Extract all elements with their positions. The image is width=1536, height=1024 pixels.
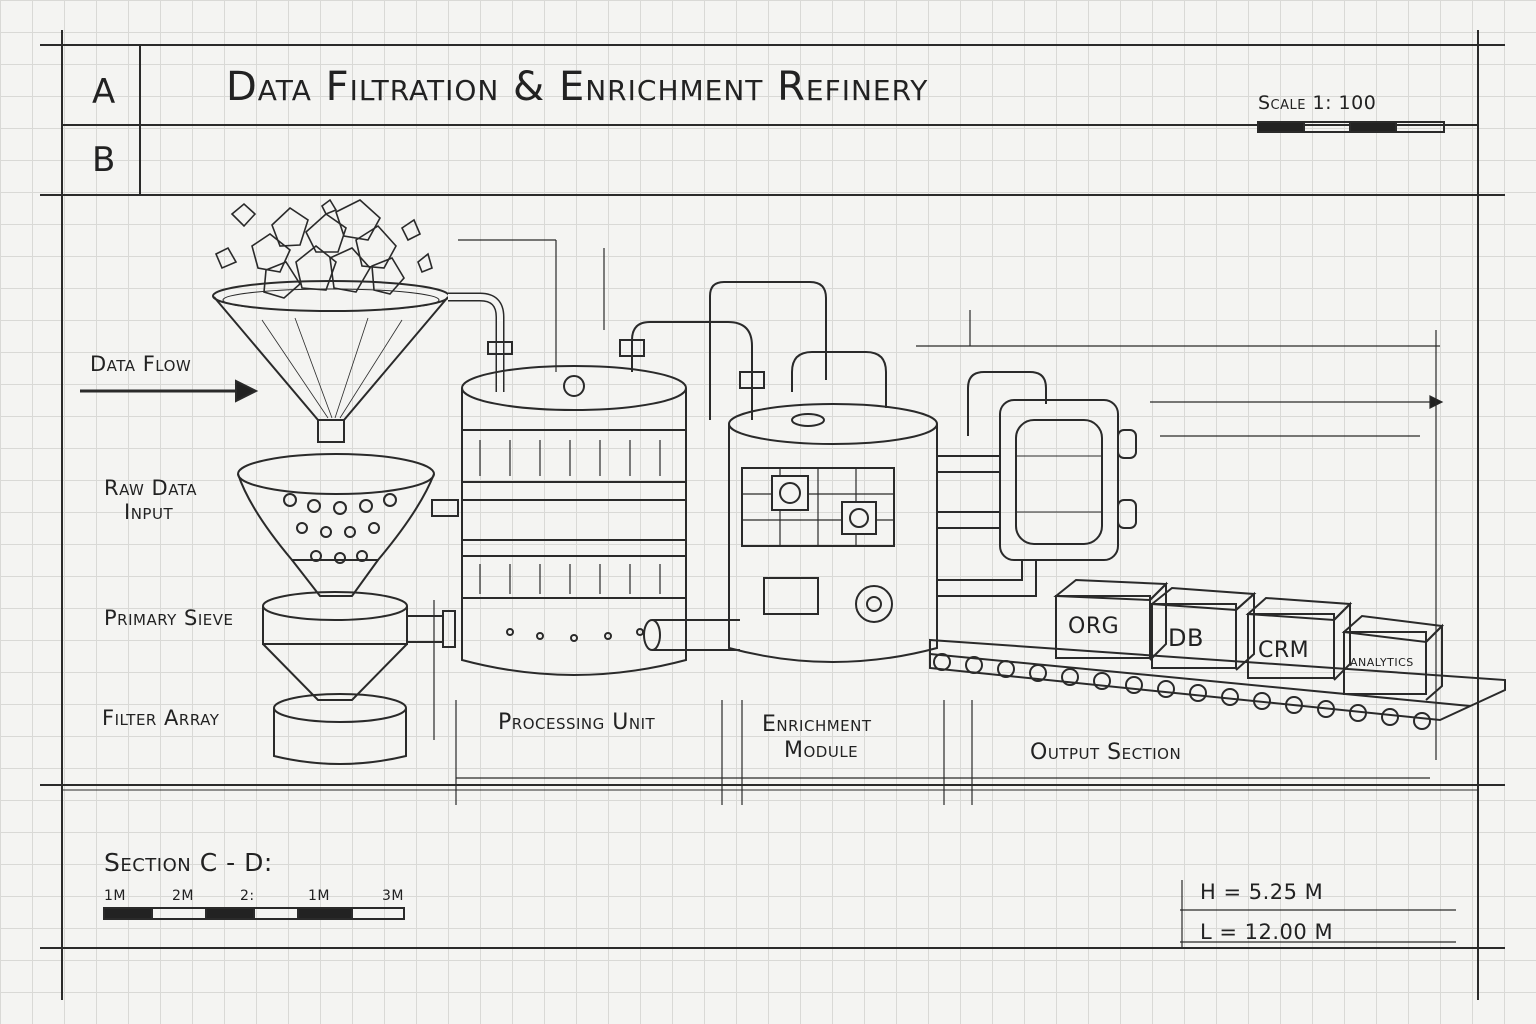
output-box-crm (1245, 596, 1353, 681)
grid-ref-a: A (92, 72, 116, 112)
output-section-label: Output Section (1030, 740, 1182, 765)
box-label-org: ORG (1068, 614, 1120, 639)
scale-label-4: 1M (308, 888, 330, 904)
raw-data-cubes (214, 198, 433, 299)
dimension-lines (433, 239, 1444, 805)
output-box-org (1053, 578, 1169, 661)
input-funnel (212, 280, 513, 443)
scale-label: Scale 1: 100 (1258, 92, 1377, 114)
scale-label-3: 2: (240, 888, 255, 904)
enrichment-module-label-line2: Module (784, 738, 859, 763)
scale-label-2: 2M (172, 888, 194, 904)
enrichment-module (728, 403, 938, 663)
scale-bar (1257, 121, 1445, 133)
raw-data-input-label-line1: Raw Data (104, 476, 198, 500)
height-dimension: H = 5.25 M (1200, 880, 1324, 904)
processing-unit (461, 365, 687, 676)
raw-data-input-label-line2: Input (124, 500, 174, 524)
enrichment-module-label-line1: Enrichment (762, 712, 872, 737)
hl-dimension-lines (1180, 880, 1456, 948)
section-cd-title: Section C - D: (104, 848, 273, 877)
box-label-crm: CRM (1258, 638, 1310, 663)
data-flow-label: Data Flow (90, 352, 192, 376)
filter-array-tank (273, 693, 407, 765)
raw-data-bowl (237, 453, 459, 597)
filter-array-label: Filter Array (102, 706, 220, 730)
primary-sieve (262, 591, 456, 701)
processing-unit-label: Processing Unit (498, 710, 656, 735)
primary-sieve-label: Primary Sieve (104, 606, 234, 630)
box-label-db: DB (1168, 624, 1204, 652)
output-box-analytics (1341, 614, 1445, 701)
scale-label-5: 3M (382, 888, 404, 904)
grid-ref-b: B (92, 140, 116, 180)
drawing-frame (40, 30, 1505, 1000)
output-filter-canister (999, 399, 1137, 561)
page-title: Data Filtration & Enrichment Refinery (226, 64, 929, 110)
conveyor-belt (929, 638, 1506, 730)
data-flow-arrow (80, 379, 259, 403)
side-pipes (643, 455, 1037, 651)
connecting-pipes (619, 281, 1047, 436)
length-dimension: L = 12.00 M (1200, 920, 1334, 944)
section-scale-bar (103, 907, 405, 920)
box-label-analytics: ANALYTICS (1350, 656, 1414, 669)
output-box-db (1149, 586, 1257, 671)
scale-label-1: 1M (104, 888, 126, 904)
